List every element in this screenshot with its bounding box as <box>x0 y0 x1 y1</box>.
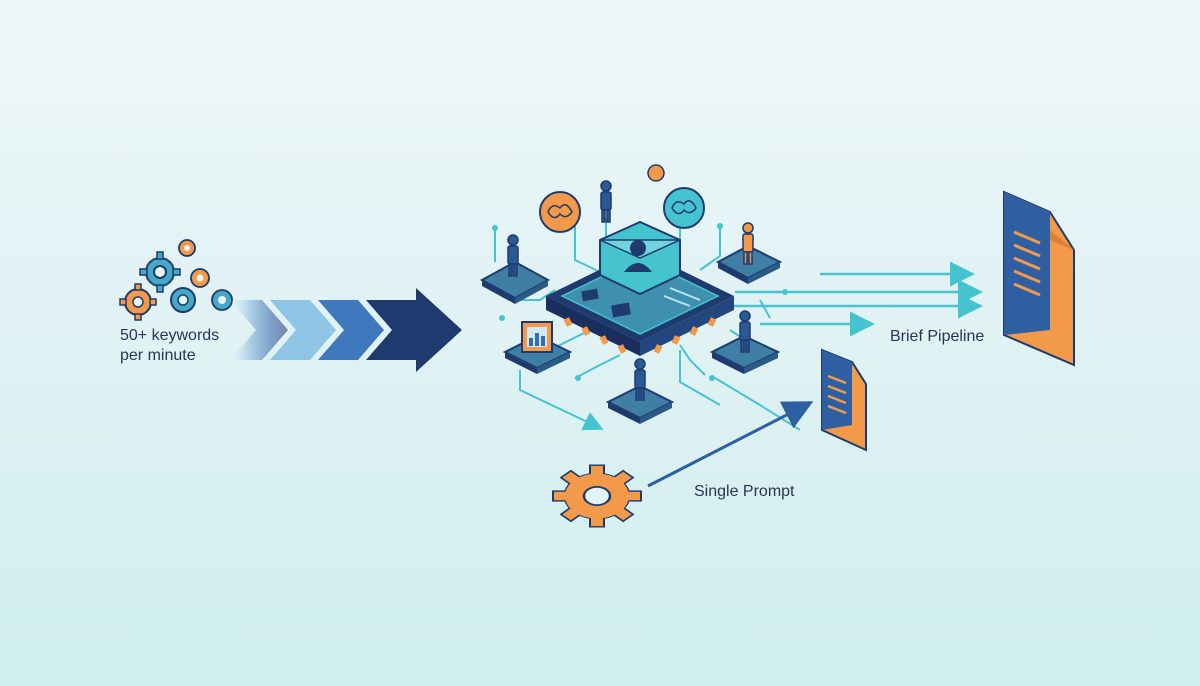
processor-chip-icon <box>546 220 734 356</box>
gear-icon <box>190 268 210 288</box>
document-icon <box>1003 190 1075 367</box>
brain-icon <box>539 191 581 233</box>
brain-icon <box>663 187 705 229</box>
bar-chart-icon <box>521 321 553 353</box>
gear-icon <box>170 287 196 313</box>
single-prompt-label: Single Prompt <box>694 483 795 500</box>
input-rate-label: 50+ keywords per minute <box>120 326 219 366</box>
platform-right-person <box>709 334 781 374</box>
platform-left-person <box>479 260 551 304</box>
input-rate-line2: per minute <box>120 347 196 364</box>
input-rate-line1: 50+ keywords <box>120 327 220 344</box>
gear-icon <box>139 251 181 293</box>
person-icon <box>742 222 754 265</box>
chevron-arrow-icon <box>230 288 462 372</box>
gear-cluster <box>119 239 233 321</box>
person-icon <box>739 310 751 353</box>
brain-icon <box>647 164 665 182</box>
platform-bottom-center-person <box>605 384 675 424</box>
gear-icon <box>119 283 157 321</box>
gear-icon <box>178 239 196 257</box>
large-gear-icon <box>552 464 642 528</box>
person-icon <box>507 234 519 277</box>
output-arrows <box>730 261 983 337</box>
prompt-arrow <box>647 401 814 488</box>
gear-icon <box>211 289 233 311</box>
brief-pipeline-label: Brief Pipeline <box>890 328 985 345</box>
person-icon <box>600 180 612 223</box>
person-icon <box>634 358 646 401</box>
document-icon <box>821 348 867 452</box>
